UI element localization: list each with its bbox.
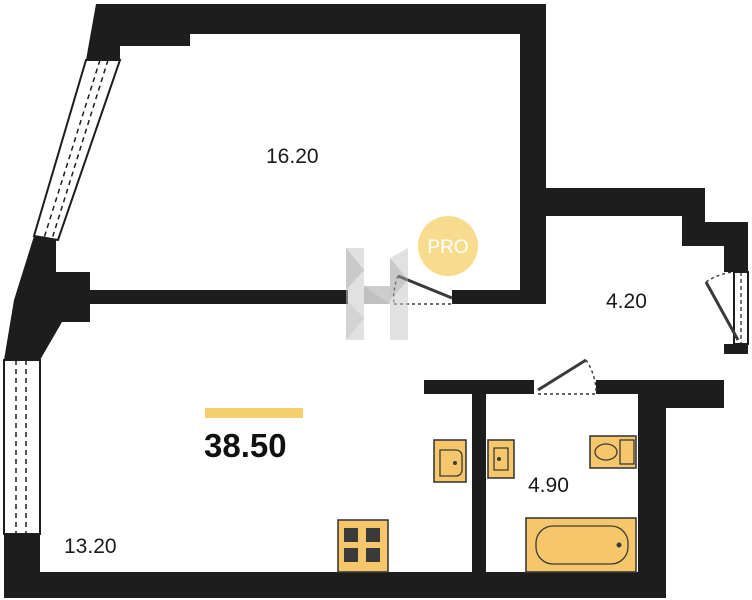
wall-bath-top-right: [596, 380, 724, 394]
total-area: 38.50: [204, 427, 287, 464]
room-area-living: 13.20: [64, 535, 117, 558]
wall-bottom: [4, 572, 666, 598]
window-icon: [3, 359, 41, 535]
wall-bath-right: [638, 394, 666, 572]
logo-watermark: [346, 248, 408, 340]
room-area-bathroom: 4.90: [528, 474, 569, 497]
window-hall: [733, 271, 749, 345]
stove-icon: [337, 519, 389, 573]
total-area-bar: [205, 408, 303, 418]
wall-bath-top-left: [424, 380, 534, 394]
wall-bedroom-partition-right: [452, 290, 546, 304]
bathtub: [525, 517, 637, 573]
wall-left-pier: [4, 236, 90, 360]
washbasin-icon: [433, 439, 467, 483]
wall-bedroom-partition: [90, 290, 348, 304]
wall-hall-top: [520, 188, 748, 304]
window-top-left: [32, 59, 122, 242]
wall-bath-partition: [472, 394, 486, 572]
window-icon: [32, 59, 122, 242]
stove: [337, 519, 389, 573]
walls: [4, 4, 748, 598]
toilet: [589, 435, 637, 469]
room-area-bedroom: 16.20: [266, 145, 319, 168]
wall-top: [86, 4, 546, 60]
room-area-hall: 4.20: [606, 290, 647, 313]
door-swing-icon: [537, 358, 587, 392]
door-hall-window: [704, 271, 740, 341]
washbasin-left: [433, 439, 467, 483]
pro-badge: PRO: [418, 216, 478, 276]
door-bathroom: [537, 358, 597, 395]
washbasin-right: [487, 439, 515, 479]
badge-label: PRO: [427, 237, 468, 258]
window-left: [3, 359, 41, 535]
door-swing-icon: [704, 281, 740, 341]
